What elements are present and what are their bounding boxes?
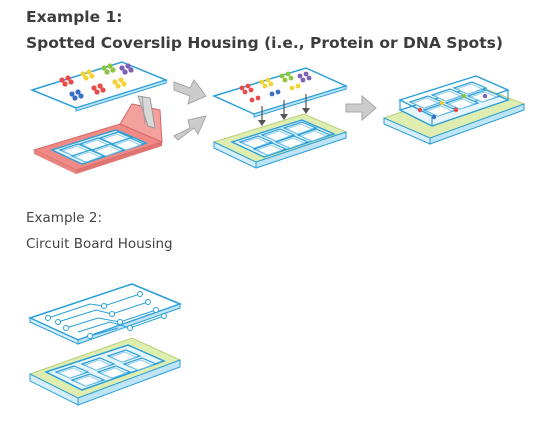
protein-spots-red: [59, 75, 74, 87]
protein-spots-purple: [119, 63, 134, 75]
down-arrow-icon: [280, 100, 288, 120]
down-arrow-icon: [302, 94, 310, 114]
protein-spots-set: [239, 71, 312, 103]
tweezer-icon: [137, 95, 156, 129]
assembled-housing: [382, 75, 526, 145]
example-1-subheading: Spotted Coverslip Housing (i.e., Protein…: [26, 34, 503, 52]
protein-spots-yellow: [80, 69, 95, 81]
example-2-heading: Example 2:: [26, 210, 102, 226]
right-arrow-icon: [173, 79, 207, 105]
protein-spots-red-2: [91, 83, 106, 95]
spotted-coverslip-2: [211, 67, 349, 118]
protein-spots-green: [101, 63, 116, 75]
protein-spots-yellow-2: [112, 77, 127, 89]
housing-with-green-adhesive-2: [28, 337, 182, 406]
example-2-subheading: Circuit Board Housing: [26, 236, 173, 252]
circuit-pads: [45, 291, 167, 339]
housing-with-pink-adhesive: [32, 103, 164, 174]
example-1-heading: Example 1:: [26, 8, 123, 26]
circuit-traces: [47, 293, 165, 337]
spotted-coverslip-1: [29, 61, 169, 112]
right-arrow-icon: [345, 94, 377, 122]
circuit-board: [27, 283, 183, 345]
right-arrow-icon: [173, 115, 207, 141]
down-arrow-icon: [258, 106, 266, 126]
protein-spots-blue: [69, 89, 84, 101]
housing-with-green-adhesive: [212, 113, 348, 169]
